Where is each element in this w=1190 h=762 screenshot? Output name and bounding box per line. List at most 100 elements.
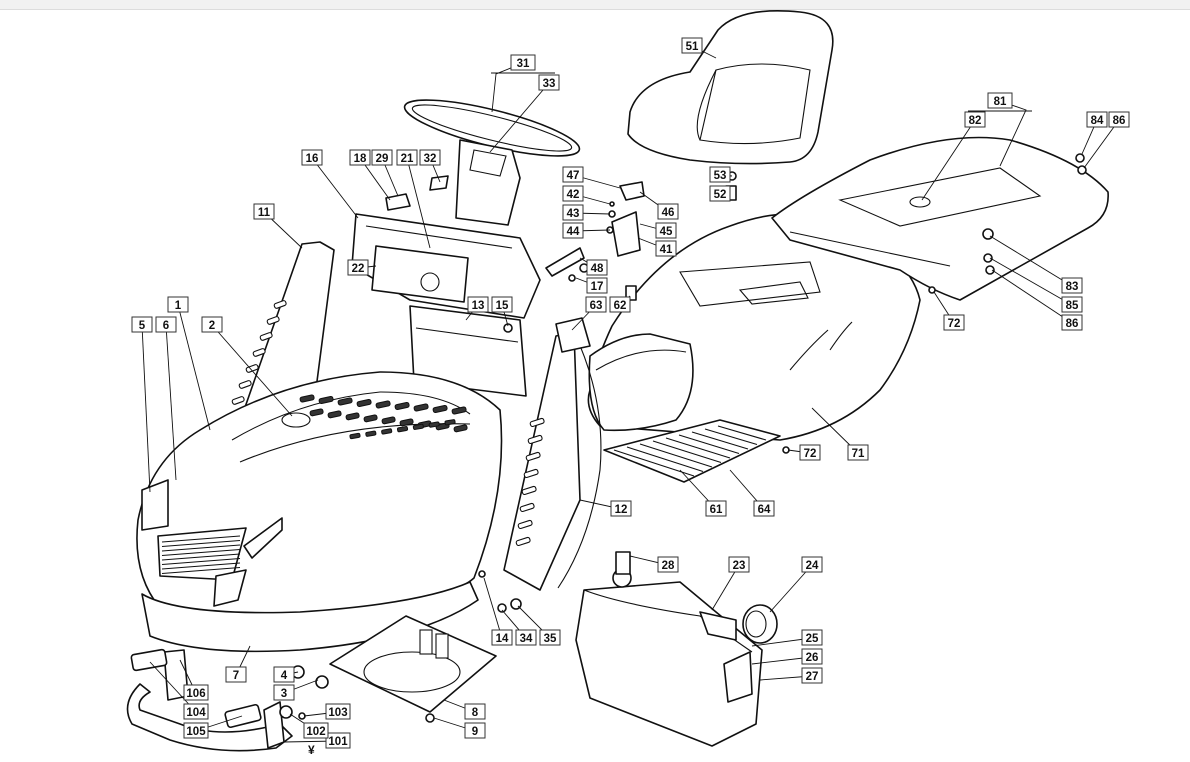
callout-box — [539, 629, 561, 646]
callout-box — [681, 37, 703, 54]
callout-number: 22 — [352, 263, 365, 275]
callout-box — [609, 296, 631, 313]
callout-label: 48 — [586, 259, 608, 276]
callout-box — [799, 444, 821, 461]
callout-number: 86 — [1066, 318, 1079, 330]
callout-number: 45 — [660, 226, 673, 238]
callout-label: 2 — [201, 316, 223, 333]
callout-label: 27 — [801, 667, 823, 684]
callout-label: 46 — [657, 203, 679, 220]
callout-box — [709, 185, 731, 202]
callout-number: 102 — [306, 726, 325, 738]
callout-label: 71 — [847, 444, 869, 461]
callout-label: 44 — [562, 222, 584, 239]
callout-box — [183, 703, 209, 720]
callout-box — [655, 240, 677, 257]
hood-vent — [309, 408, 324, 417]
hood-vent — [451, 406, 467, 415]
callout-label: 28 — [657, 556, 679, 573]
callout-label: 86 — [1108, 111, 1130, 128]
callout-number: 26 — [806, 652, 819, 664]
callout-box — [325, 732, 351, 749]
callout-label: 102 — [303, 722, 329, 739]
callout-box — [586, 277, 608, 294]
callout-box — [585, 296, 607, 313]
foot-mat — [603, 419, 781, 483]
callout-label: 29 — [371, 149, 393, 166]
callout-label: 4 — [273, 666, 295, 683]
callout-label: 53 — [709, 166, 731, 183]
callout-label: 72 — [799, 444, 821, 461]
callout-label: 22 — [347, 259, 369, 276]
callout-label: 15 — [491, 296, 513, 313]
callout-box — [801, 648, 823, 665]
callout-box — [183, 722, 209, 739]
callout-label: 8 — [464, 703, 486, 720]
callout-box — [515, 629, 537, 646]
callout-label: 3 — [273, 684, 295, 701]
callout-number: 71 — [852, 448, 865, 460]
grille-line — [161, 539, 241, 548]
callout-number: 103 — [328, 707, 347, 719]
callout-box — [610, 500, 632, 517]
callout-box — [801, 629, 823, 646]
grille-line — [161, 553, 241, 561]
callout-number: 13 — [472, 300, 485, 312]
callout-box — [538, 74, 560, 91]
hood-vent — [453, 424, 468, 433]
callout-box — [657, 556, 679, 573]
callout-label: 7 — [225, 666, 247, 683]
hood-vent — [299, 394, 315, 403]
callout-box — [1108, 111, 1130, 128]
callout-box — [657, 203, 679, 220]
callout-box — [201, 316, 223, 333]
callout-label: 104 — [183, 703, 209, 720]
callout-box — [325, 703, 351, 720]
hardware — [130, 153, 1087, 729]
callout-box — [419, 149, 441, 166]
hood-vent — [444, 419, 456, 426]
callout-label: 26 — [801, 648, 823, 665]
callout-number: 72 — [804, 448, 817, 460]
hood-vent — [365, 430, 377, 437]
callout-label: 35 — [539, 629, 561, 646]
callout-number: 86 — [1113, 115, 1126, 127]
panel-slot — [266, 316, 280, 325]
callout-label: 106 — [183, 684, 209, 701]
callout-box — [847, 444, 869, 461]
panel-slot — [273, 300, 287, 309]
callout-label: 84 — [1086, 111, 1108, 128]
callout-box — [273, 666, 295, 683]
callout-number: 64 — [758, 504, 771, 516]
callout-number: 21 — [401, 153, 414, 165]
callout-number: 4 — [281, 670, 288, 682]
rear-carrier — [771, 136, 1109, 301]
leader-line — [211, 324, 293, 417]
callout-box — [728, 556, 750, 573]
callout-number: 12 — [615, 504, 628, 516]
callout-box — [562, 166, 584, 183]
grille-line — [161, 557, 241, 566]
callout-number: 101 — [328, 736, 348, 748]
callout-box — [1061, 314, 1083, 331]
callout-number: 18 — [354, 153, 367, 165]
callout-label: 1 — [167, 296, 189, 313]
mat-rib — [678, 434, 740, 455]
callout-number: 3 — [281, 688, 287, 700]
callout-number: 83 — [1066, 281, 1079, 293]
callout-number: 44 — [567, 226, 580, 238]
mat-rib — [704, 428, 758, 446]
leader-line — [1083, 119, 1120, 169]
grille-line — [161, 544, 241, 552]
callout-label: 42 — [562, 185, 584, 202]
callout-number: 48 — [591, 263, 604, 275]
callout-box — [1061, 277, 1083, 294]
callout-label: 72 — [943, 314, 965, 331]
callout-box — [562, 204, 584, 221]
callout-number: 23 — [733, 560, 746, 572]
callout-number: 35 — [544, 633, 557, 645]
grille-line — [161, 562, 241, 570]
callout-box — [1061, 296, 1083, 313]
callout-label: 23 — [728, 556, 750, 573]
